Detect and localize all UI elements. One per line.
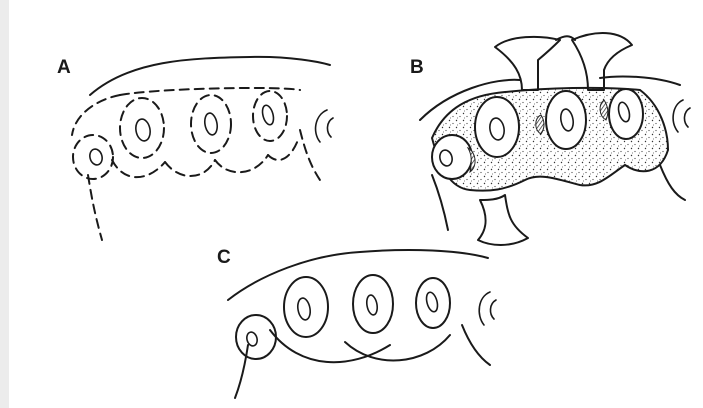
panel-b-oval-2	[475, 97, 519, 157]
panel-b-spur-left	[495, 37, 560, 90]
panel-b-drawing	[420, 33, 690, 245]
panel-c-oval-4	[416, 278, 450, 328]
panel-c-oval-3	[353, 275, 393, 333]
panel-c-oval-2	[284, 277, 328, 337]
panel-b-spur-right	[572, 33, 632, 90]
panel-a-drawing	[72, 57, 333, 240]
panel-c-drawing	[228, 250, 496, 398]
panel-b-oval-3	[546, 91, 586, 149]
panel-a-oval-4	[253, 91, 287, 141]
panel-a-oval-2	[120, 98, 164, 158]
panel-b-spur-bottom	[478, 195, 528, 245]
panel-a-dashed-boundary	[72, 95, 120, 135]
panel-b-oval-4	[609, 89, 643, 139]
panel-a-oval-1	[73, 135, 113, 179]
panel-a-oval-3	[191, 95, 231, 153]
